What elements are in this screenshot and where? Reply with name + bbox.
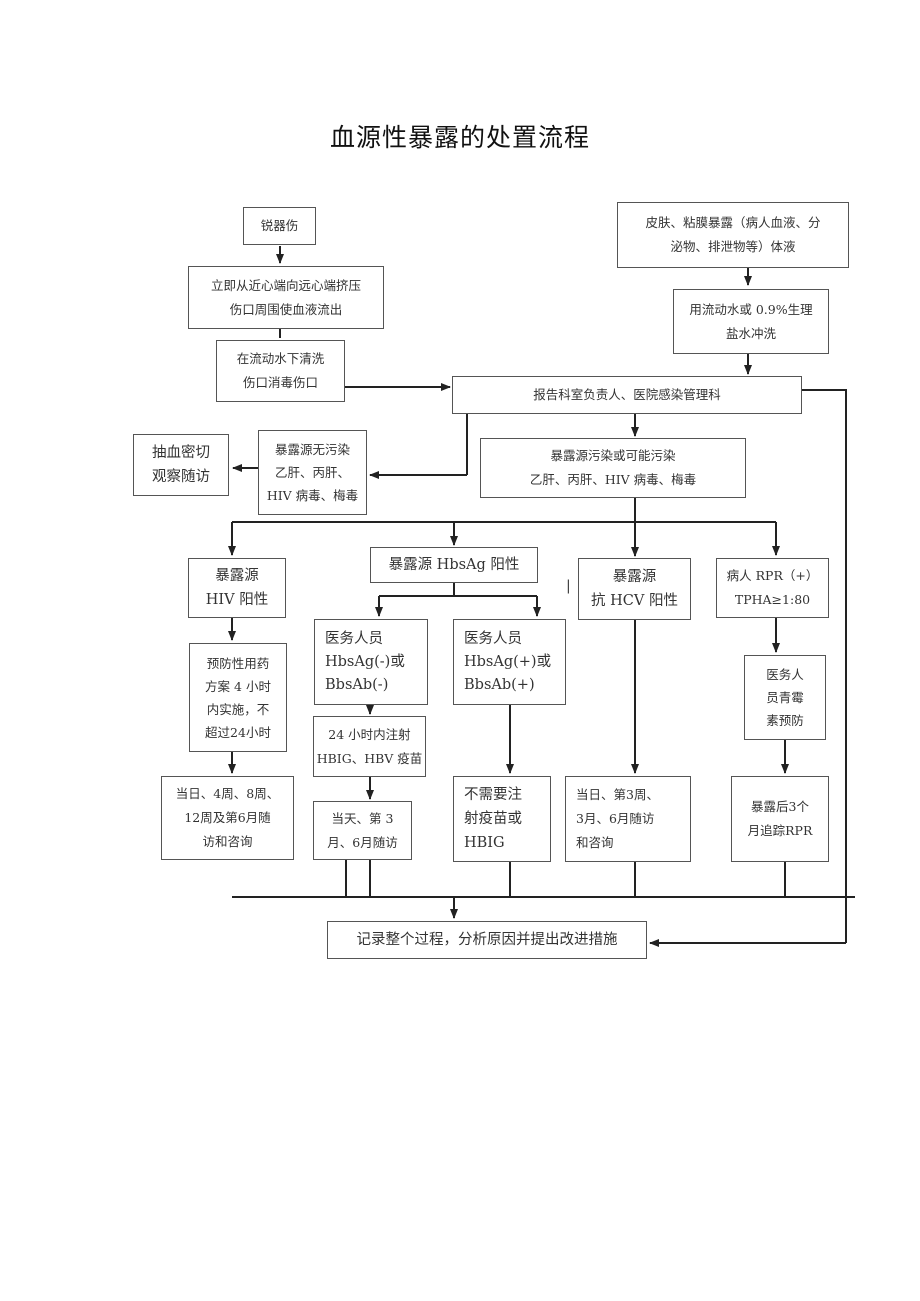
node-penicillin: 医务人 员青霉 素预防: [744, 655, 826, 740]
node-rpr-positive: 病人 RPR（+） TPHA≥1:80: [716, 558, 829, 618]
node-hiv-positive: 暴露源 HIV 阳性: [188, 558, 286, 618]
node-hcv-followup: 当日、第3周、 3月、6月随访 和咨询: [565, 776, 691, 862]
node-wash-wound: 在流动水下清洗 伤口消毒伤口: [216, 340, 345, 402]
node-record: 记录整个过程，分析原因并提出改进措施: [327, 921, 647, 959]
node-rpr-followup: 暴露后3个 月追踪RPR: [731, 776, 829, 862]
node-prophylaxis: 预防性用药 方案 4 小时 内实施，不 超过24小时: [189, 643, 287, 752]
node-pollution: 暴露源污染或可能污染 乙肝、丙肝、HIV 病毒、梅毒: [480, 438, 746, 498]
node-hiv-followup: 当日、4周、8周、 12周及第6月随 访和咨询: [161, 776, 294, 860]
node-hbsag-positive: 暴露源 HbsAg 阳性: [370, 547, 538, 583]
node-squeeze-wound: 立即从近心端向远心端挤压 伤口周围使血液流出: [188, 266, 384, 329]
node-hcv-positive: 暴露源 抗 HCV 阳性: [578, 558, 691, 620]
node-sharp-injury: 锐器伤: [243, 207, 316, 245]
node-hbv-followup: 当天、第 3 月、6月随访: [313, 801, 412, 860]
node-blood-draw: 抽血密切 观察随访: [133, 434, 229, 496]
line-report-to-record: [802, 389, 847, 943]
node-no-vaccine: 不需要注 射疫苗或 HBIG: [453, 776, 551, 862]
stray-mark: |: [566, 578, 571, 594]
node-rinse: 用流动水或 0.9%生理 盐水冲洗: [673, 289, 829, 354]
node-report: 报告科室负责人、医院感染管理科: [452, 376, 802, 414]
node-hbig-vaccine: 24 小时内注射 HBIG、HBV 疫苗: [313, 716, 426, 777]
node-staff-positive: 医务人员 HbsAg(+)或 BbsAb(+): [453, 619, 566, 705]
node-skin-exposure: 皮肤、粘膜暴露（病人血液、分 泌物、排泄物等）体液: [617, 202, 849, 268]
node-no-pollution: 暴露源无污染 乙肝、丙肝、 HIV 病毒、梅毒: [258, 430, 367, 515]
page-title: 血源性暴露的处置流程: [329, 123, 590, 152]
node-staff-negative: 医务人员 HbsAg(-)或 BbsAb(-): [314, 619, 428, 705]
